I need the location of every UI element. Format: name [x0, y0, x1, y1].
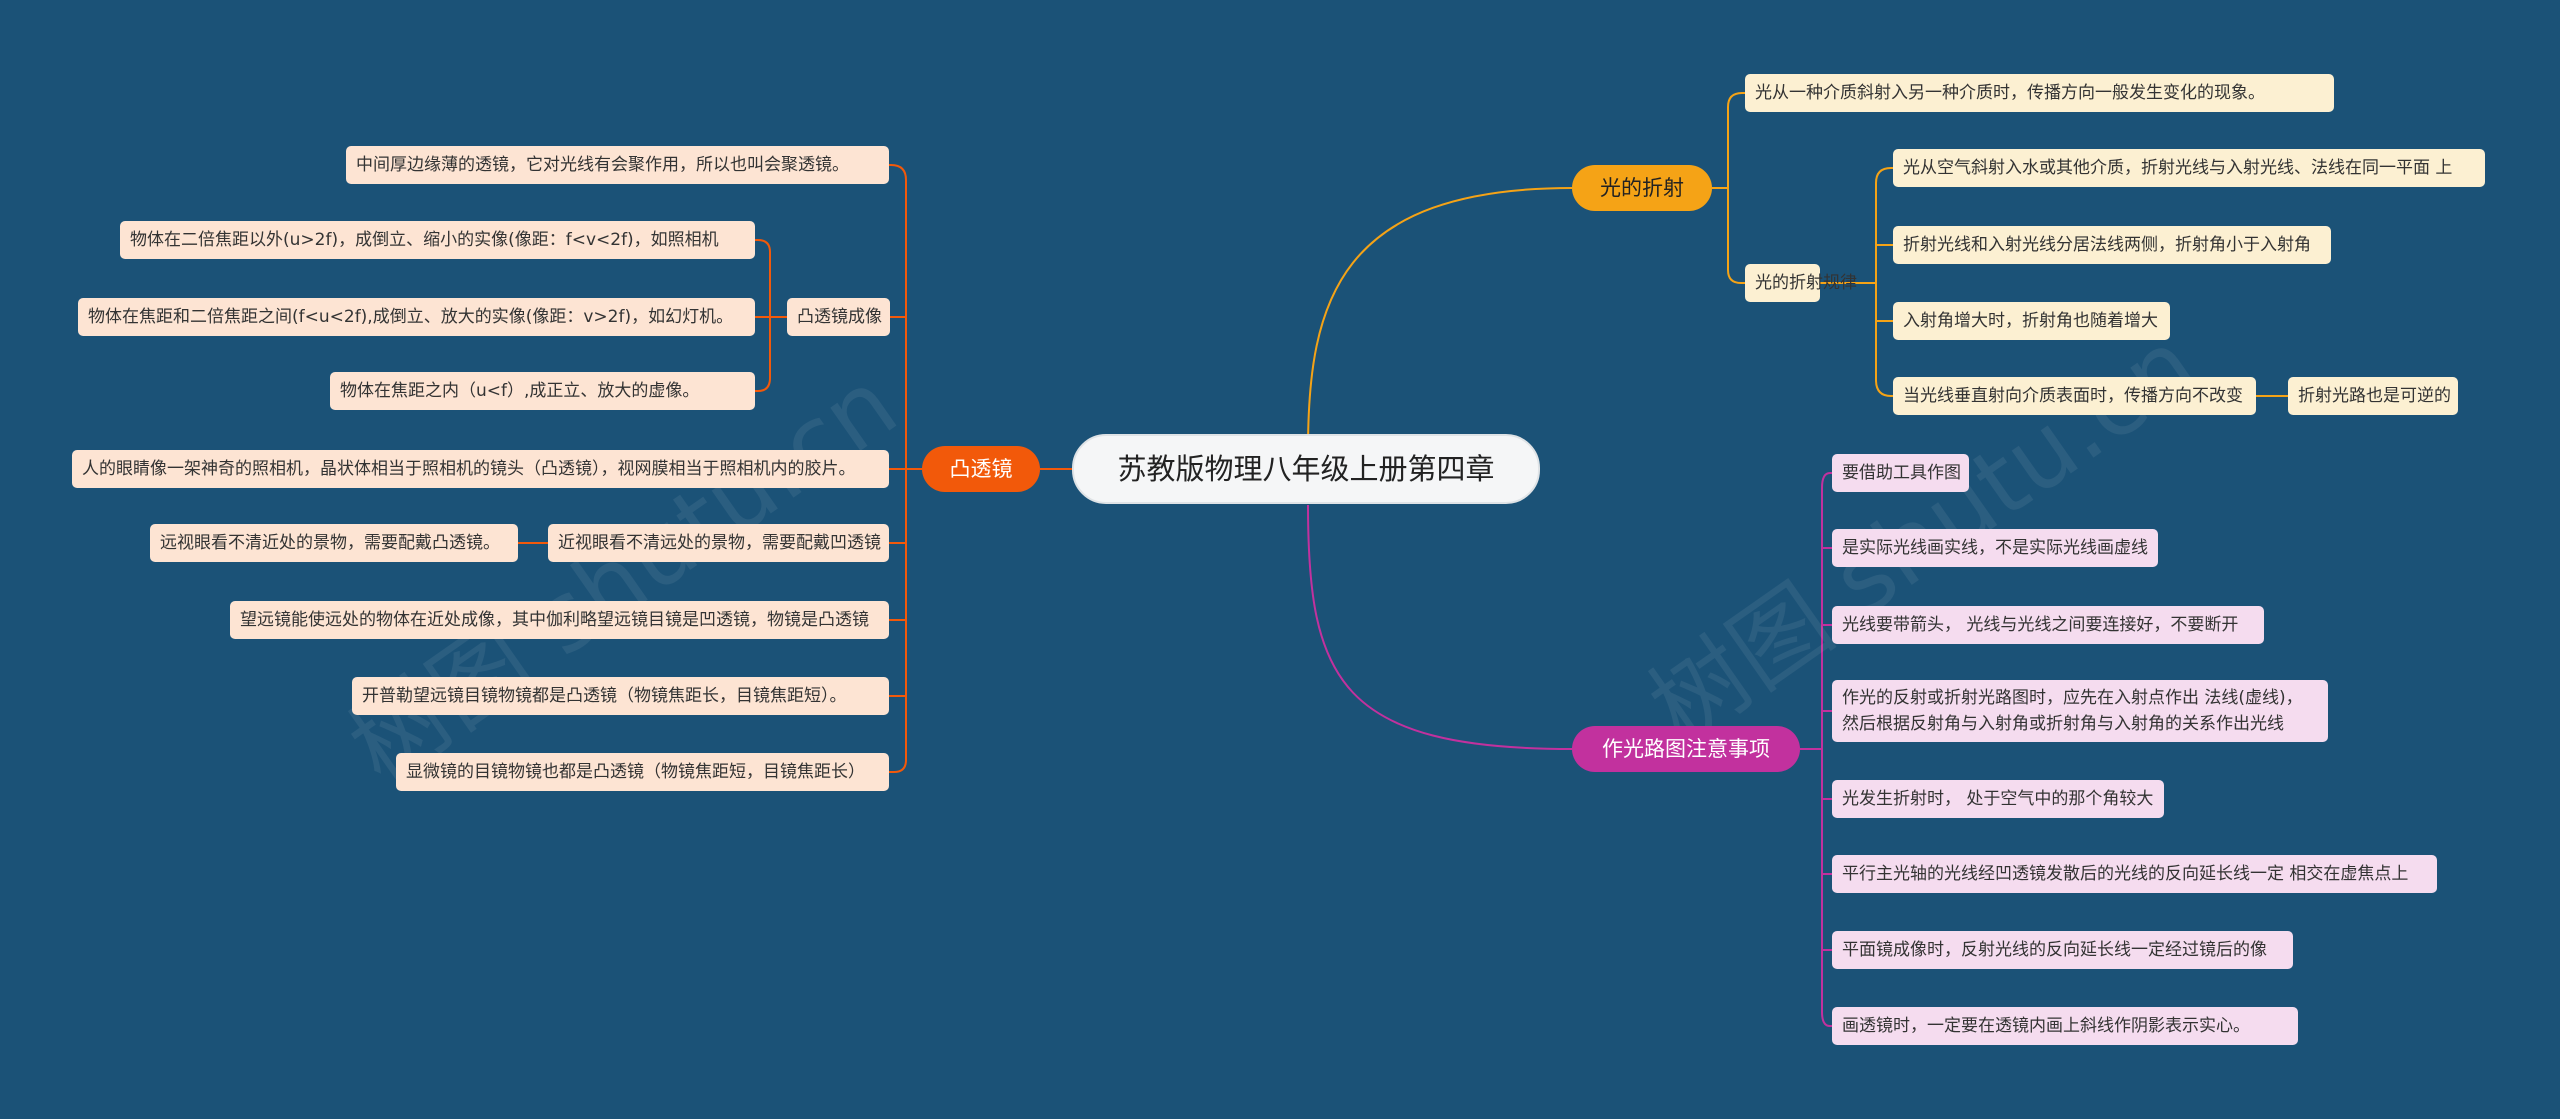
- drawing-note-1[interactable]: 要借助工具作图: [1832, 454, 1969, 492]
- kepler-telescope-note[interactable]: 开普勒望远镜目镜物镜都是凸透镜（物镜焦距长，目镜焦距短）。: [352, 677, 889, 715]
- refraction-rules-topic[interactable]: 光的折射规律: [1745, 264, 1857, 302]
- imaging-beyond-2f[interactable]: 物体在二倍焦距以外(u>2f)，成倒立、缩小的实像(像距：f<v<2f)，如照相…: [120, 221, 755, 259]
- drawing-note-6[interactable]: 平行主光轴的光线经凹透镜发散后的光线的反向延长线一定 相交在虚焦点上: [1832, 855, 2437, 893]
- root-topic[interactable]: 苏教版物理八年级上册第四章: [1072, 434, 1540, 504]
- refraction-reversible[interactable]: 折射光路也是可逆的: [2288, 377, 2458, 415]
- myopia-note[interactable]: 近视眼看不清远处的景物，需要配戴凹透镜: [548, 524, 889, 562]
- imaging-between-f-2f[interactable]: 物体在焦距和二倍焦距之间(f<u<2f),成倒立、放大的实像(像距：v>2f)，…: [78, 298, 755, 336]
- refraction-rule-2[interactable]: 折射光线和入射光线分居法线两侧，折射角小于入射角: [1893, 226, 2331, 264]
- drawing-note-3[interactable]: 光线要带箭头， 光线与光线之间要连接好，不要断开: [1832, 606, 2264, 644]
- refraction-rule-4[interactable]: 当光线垂直射向介质表面时，传播方向不改变: [1893, 377, 2256, 415]
- refraction-rule-1[interactable]: 光从空气斜射入水或其他介质，折射光线与入射光线、法线在同一平面 上: [1893, 149, 2485, 187]
- branch-convex-lens[interactable]: 凸透镜: [922, 446, 1040, 492]
- drawing-note-5[interactable]: 光发生折射时， 处于空气中的那个角较大: [1832, 780, 2164, 818]
- hyperopia-note[interactable]: 远视眼看不清近处的景物，需要配戴凸透镜。: [150, 524, 518, 562]
- eye-camera-note[interactable]: 人的眼睛像一架神奇的照相机，晶状体相当于照相机的镜头（凸透镜），视网膜相当于照相…: [72, 450, 889, 488]
- convex-imaging-topic[interactable]: 凸透镜成像: [787, 298, 890, 336]
- drawing-note-8[interactable]: 画透镜时，一定要在透镜内画上斜线作阴影表示实心。: [1832, 1007, 2298, 1045]
- refraction-definition[interactable]: 光从一种介质斜射入另一种介质时，传播方向一般发生变化的现象。: [1745, 74, 2334, 112]
- telescope-note[interactable]: 望远镜能使远处的物体在近处成像，其中伽利略望远镜目镜是凹透镜，物镜是凸透镜: [230, 601, 889, 639]
- microscope-note[interactable]: 显微镜的目镜物镜也都是凸透镜（物镜焦距短，目镜焦距长）: [396, 753, 889, 791]
- imaging-within-f[interactable]: 物体在焦距之内（u<f）,成正立、放大的虚像。: [330, 372, 755, 410]
- drawing-note-7[interactable]: 平面镜成像时，反射光线的反向延长线一定经过镜后的像: [1832, 931, 2293, 969]
- convex-converge-note[interactable]: 中间厚边缘薄的透镜，它对光线有会聚作用，所以也叫会聚透镜。: [346, 146, 889, 184]
- drawing-note-2[interactable]: 是实际光线画实线，不是实际光线画虚线: [1832, 529, 2158, 567]
- refraction-rule-3[interactable]: 入射角增大时，折射角也随着增大: [1893, 302, 2170, 340]
- branch-refraction[interactable]: 光的折射: [1572, 165, 1712, 211]
- drawing-note-4[interactable]: 作光的反射或折射光路图时，应先在入射点作出 法线(虚线)，然后根据反射角与入射角…: [1832, 680, 2328, 742]
- branch-drawing-notes[interactable]: 作光路图注意事项: [1572, 726, 1800, 772]
